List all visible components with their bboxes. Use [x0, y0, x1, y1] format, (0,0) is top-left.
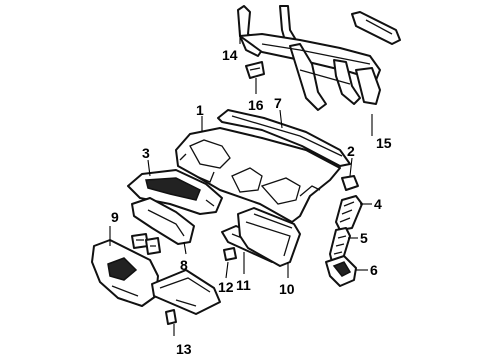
callout-labels: 1 2 3 4 5 6 7 8 9 10 11 12 13 14 15 16 [111, 47, 392, 357]
callout-2: 2 [347, 143, 355, 159]
callout-10: 10 [279, 281, 295, 297]
part-7-top-panel [217, 109, 351, 167]
part-8-trim-panel [131, 197, 195, 245]
callout-9: 9 [111, 209, 119, 225]
leader-8 [183, 241, 187, 255]
part-13-clip [165, 309, 177, 325]
part-2-side-bracket [341, 175, 359, 191]
leader-12 [225, 261, 229, 279]
callout-12: 12 [218, 279, 234, 295]
part-9-console-piece [91, 239, 159, 307]
part-15-support-frame [237, 5, 401, 111]
callout-13: 13 [176, 341, 192, 357]
leader-2 [349, 157, 353, 177]
part-10-glovebox-bin [237, 207, 301, 267]
callout-6: 6 [370, 262, 378, 278]
callout-1: 1 [196, 102, 204, 118]
leader-lines [109, 30, 373, 336]
leader-3 [147, 159, 151, 177]
part-9-switch-bezel [131, 233, 161, 255]
part-13-lower-tray [151, 269, 221, 315]
callout-15: 15 [376, 135, 392, 151]
part-12-clip [223, 247, 237, 261]
callout-3: 3 [142, 145, 150, 161]
part-6-end-cap [325, 255, 357, 287]
callout-11: 11 [236, 277, 251, 293]
part-4-side-vent [335, 195, 363, 231]
callout-7: 7 [274, 95, 282, 111]
leader-7 [279, 109, 283, 129]
callout-8: 8 [180, 257, 188, 273]
callout-14: 14 [222, 47, 238, 63]
callout-4: 4 [374, 196, 382, 212]
callout-16: 16 [248, 97, 264, 113]
callout-5: 5 [360, 230, 368, 246]
part-16-bracket [245, 61, 265, 79]
part-1-instrument-panel [175, 127, 341, 223]
